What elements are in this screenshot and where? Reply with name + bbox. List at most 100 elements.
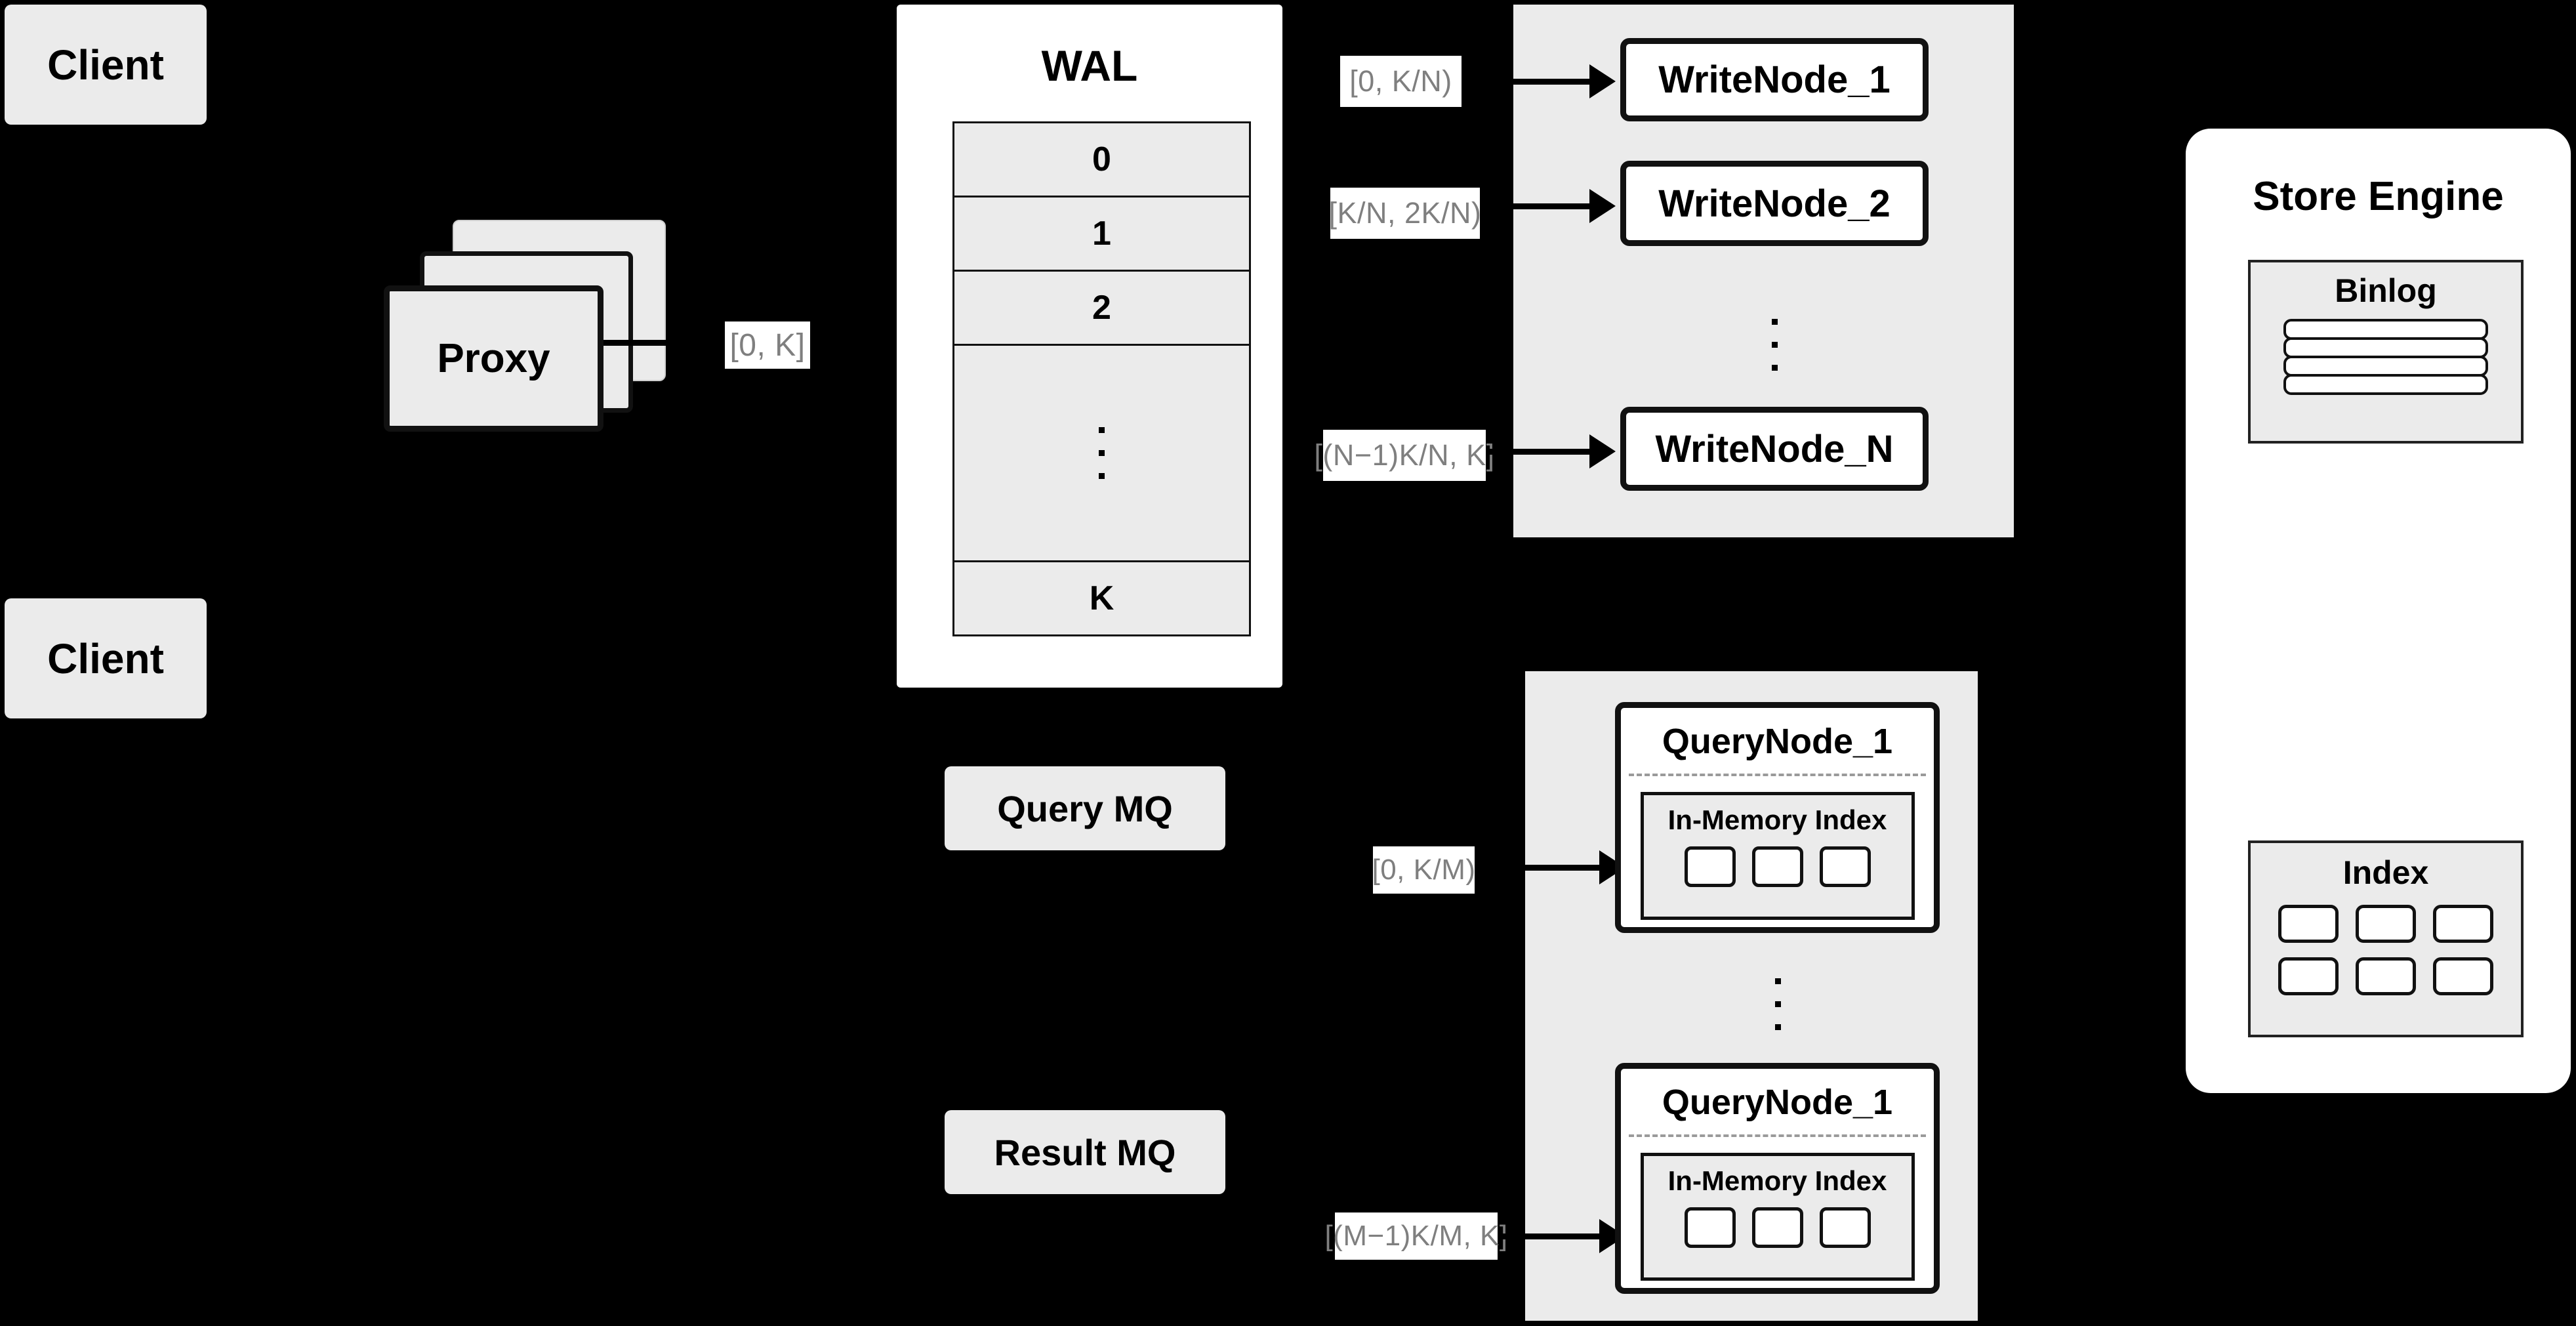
- writenode-n-range-text: [(N−1)K/N, K]: [1314, 438, 1495, 472]
- write-node-n-label: WriteNode_N: [1655, 427, 1894, 470]
- store-engine-title-text: Store Engine: [2253, 174, 2504, 219]
- query-mq-box[interactable]: Query MQ: [945, 766, 1225, 850]
- binlog-row[interactable]: [2283, 319, 2488, 340]
- ellipsis-dot: [1774, 1024, 1781, 1030]
- query-node-2-index-cells: [1684, 1207, 1871, 1248]
- ellipsis-dot: [1099, 450, 1105, 456]
- wal-row-2[interactable]: 2: [954, 272, 1249, 346]
- writenode-n-range-label: [(N−1)K/N, K]: [1314, 430, 1494, 481]
- index-cell[interactable]: [1751, 1207, 1803, 1248]
- query-node-2[interactable]: QueryNode_1 In-Memory Index: [1615, 1063, 1940, 1294]
- result-mq-box[interactable]: Result MQ: [945, 1110, 1225, 1194]
- querynode-2-arrow-line: [1498, 1233, 1599, 1239]
- write-node-n[interactable]: WriteNode_N: [1620, 407, 1929, 491]
- index-cell[interactable]: [2356, 905, 2416, 943]
- binlog-rows: [2283, 319, 2488, 395]
- query-node-1-inmemory-index: In-Memory Index: [1640, 792, 1915, 920]
- ellipsis-dot: [1774, 978, 1781, 984]
- query-node-1-title-text: QueryNode_1: [1662, 722, 1893, 761]
- querynode-2-range-text: [(M−1)K/M, K]: [1324, 1220, 1508, 1252]
- ellipsis-dot: [1771, 341, 1778, 348]
- binlog-row[interactable]: [2283, 374, 2488, 395]
- query-node-ellipsis: [1745, 945, 1810, 1063]
- client-box-1-label: Client: [47, 41, 164, 89]
- index-cell[interactable]: [2278, 905, 2339, 943]
- index-arrow-line: [2125, 943, 2196, 949]
- query-node-1-index-cells: [1684, 846, 1871, 887]
- writenode-1-range-label: [0, K/N): [1340, 56, 1462, 107]
- querynode-1-range-text: [0, K/M): [1372, 854, 1476, 886]
- writenode-2-arrow-line: [1480, 203, 1589, 209]
- client-box-2[interactable]: Client: [5, 598, 207, 718]
- wal-row-k-label: K: [1089, 579, 1114, 617]
- query-node-1-index-title: In-Memory Index: [1668, 795, 1887, 836]
- store-engine-title: Store Engine: [2186, 173, 2571, 220]
- index-cell[interactable]: [1751, 846, 1803, 887]
- writenode-1-arrow-head: [1589, 64, 1616, 98]
- query-node-2-title-text: QueryNode_1: [1662, 1083, 1893, 1122]
- index-cell[interactable]: [2433, 957, 2493, 995]
- index-cell[interactable]: [1819, 1207, 1871, 1248]
- index-cell[interactable]: [2356, 957, 2416, 995]
- query-node-2-inmemory-index: In-Memory Index: [1640, 1153, 1915, 1281]
- ellipsis-dot: [1099, 427, 1105, 433]
- write-node-1[interactable]: WriteNode_1: [1620, 38, 1929, 121]
- query-node-1-title: QueryNode_1: [1621, 708, 1934, 762]
- writenode-n-arrow-head: [1589, 434, 1616, 468]
- wal-entry-table: 0 1 2 K: [952, 121, 1251, 636]
- query-node-2-title: QueryNode_1: [1621, 1069, 1934, 1123]
- querynode-2-range-label: [(M−1)K/M, K]: [1324, 1212, 1507, 1260]
- index-cell[interactable]: [1819, 846, 1871, 887]
- proxy-card-front[interactable]: Proxy: [384, 285, 603, 432]
- index-title: Index: [2251, 843, 2521, 892]
- writenode-n-arrow-line: [1486, 449, 1589, 455]
- writenode-2-range-label: [K/N, 2K/N): [1328, 188, 1482, 239]
- index-cell[interactable]: [1684, 846, 1736, 887]
- wal-row-1-label: 1: [1092, 215, 1111, 253]
- wal-row-0-label: 0: [1092, 140, 1111, 178]
- query-node-1[interactable]: QueryNode_1 In-Memory Index: [1615, 702, 1940, 933]
- wal-panel: WAL 0 1 2 K: [897, 5, 1282, 688]
- wal-row-k[interactable]: K: [954, 562, 1249, 634]
- querynode-1-arrow-line: [1475, 865, 1599, 871]
- proxy-label: Proxy: [437, 336, 550, 381]
- query-node-2-separator: [1629, 1134, 1926, 1137]
- write-node-2-label: WriteNode_2: [1658, 182, 1891, 225]
- write-node-ellipsis: [1742, 279, 1807, 410]
- proxy-range-label: [0, K]: [725, 321, 810, 369]
- querynode-1-range-label: [0, K/M): [1372, 846, 1476, 894]
- index-cell[interactable]: [2433, 905, 2493, 943]
- wal-row-1[interactable]: 1: [954, 197, 1249, 272]
- wal-title: WAL: [897, 41, 1282, 91]
- client-box-1[interactable]: Client: [5, 5, 207, 125]
- query-node-1-index-title-text: In-Memory Index: [1667, 804, 1887, 835]
- ellipsis-dot: [1099, 473, 1105, 479]
- writenode-1-arrow-line: [1462, 79, 1589, 85]
- binlog-panel: Binlog: [2248, 260, 2524, 444]
- writenode-2-range-text: [K/N, 2K/N): [1328, 196, 1482, 230]
- index-cell[interactable]: [2278, 957, 2339, 995]
- index-cell[interactable]: [1684, 1207, 1736, 1248]
- writenode-2-arrow-head: [1589, 189, 1616, 223]
- wal-row-ellipsis: [954, 346, 1249, 562]
- wal-row-0[interactable]: 0: [954, 123, 1249, 197]
- index-panel: Index: [2248, 840, 2524, 1037]
- binlog-title-text: Binlog: [2335, 272, 2437, 309]
- index-grid: [2274, 905, 2497, 995]
- ellipsis-dot: [1774, 1001, 1781, 1007]
- proxy-range-label-text: [0, K]: [729, 327, 806, 363]
- proxy-to-wal-connector: [603, 340, 672, 346]
- index-title-text: Index: [2342, 854, 2429, 891]
- ellipsis-dot: [1771, 364, 1778, 371]
- store-engine-panel: Store Engine Binlog Index: [2186, 129, 2571, 1093]
- query-node-1-separator: [1629, 774, 1926, 776]
- binlog-title: Binlog: [2251, 262, 2521, 310]
- query-node-2-index-title-text: In-Memory Index: [1667, 1165, 1887, 1196]
- binlog-arrow-line: [2125, 392, 2196, 398]
- query-node-2-index-title: In-Memory Index: [1668, 1156, 1887, 1197]
- wal-title-text: WAL: [1041, 41, 1138, 90]
- write-node-2[interactable]: WriteNode_2: [1620, 161, 1929, 246]
- ellipsis-dot: [1771, 318, 1778, 325]
- query-mq-label: Query MQ: [997, 787, 1173, 829]
